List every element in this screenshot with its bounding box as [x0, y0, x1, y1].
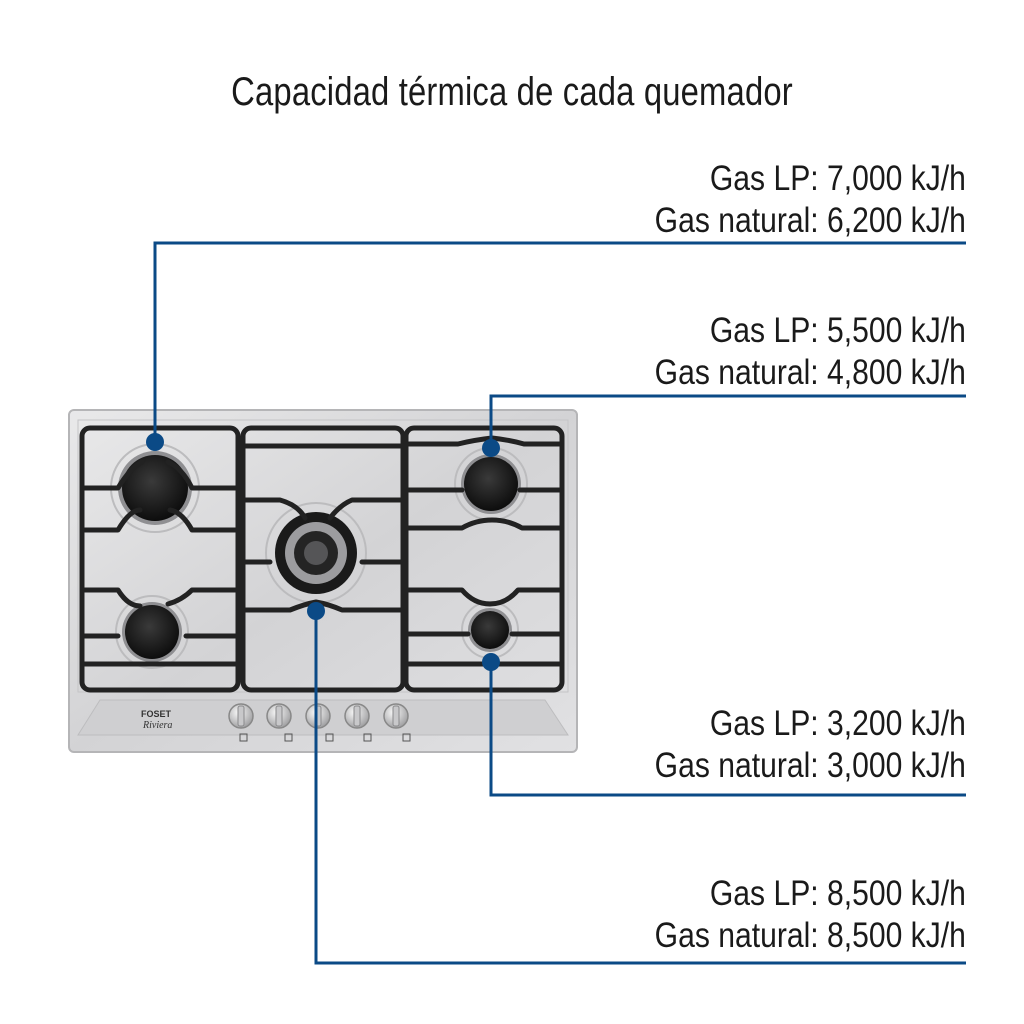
burner-center [265, 502, 367, 604]
grates [79, 425, 565, 693]
leader-center [307, 602, 966, 965]
knob-1[interactable] [228, 703, 254, 742]
burner-rear-right [454, 447, 528, 521]
knob-3[interactable] [305, 703, 334, 742]
knob-4[interactable] [344, 703, 372, 742]
leader-front-right [482, 653, 966, 797]
brand-logo: FOSET [141, 709, 172, 719]
gas-lp-label: Gas LP: 8,500 kJ/h [710, 874, 966, 913]
burner-front-left [115, 595, 189, 669]
leader-rear-left [146, 241, 966, 451]
burner-front-right [461, 601, 519, 659]
spec-front-right: Gas LP: 3,200 kJ/h Gas natural: 3,000 kJ… [655, 703, 966, 787]
gas-natural-label: Gas natural: 3,000 kJ/h [654, 746, 966, 785]
gas-natural-label: Gas natural: 8,500 kJ/h [654, 916, 966, 955]
knob-5[interactable] [383, 703, 411, 742]
knob-2[interactable] [266, 703, 293, 742]
page-title: Capacidad térmica de cada quemador [231, 70, 793, 114]
gas-natural-label: Gas natural: 6,200 kJ/h [654, 201, 966, 240]
gas-lp-label: Gas LP: 5,500 kJ/h [710, 311, 966, 350]
gas-lp-label: Gas LP: 7,000 kJ/h [710, 159, 966, 198]
gas-lp-label: Gas LP: 3,200 kJ/h [710, 704, 966, 743]
spec-center: Gas LP: 8,500 kJ/h Gas natural: 8,500 kJ… [655, 873, 966, 957]
spec-rear-right: Gas LP: 5,500 kJ/h Gas natural: 4,800 kJ… [655, 310, 966, 394]
leader-rear-right [482, 394, 966, 457]
gas-natural-label: Gas natural: 4,800 kJ/h [654, 353, 966, 392]
spec-rear-left: Gas LP: 7,000 kJ/h Gas natural: 6,200 kJ… [655, 158, 966, 242]
model-logo: Riviera [142, 720, 172, 731]
